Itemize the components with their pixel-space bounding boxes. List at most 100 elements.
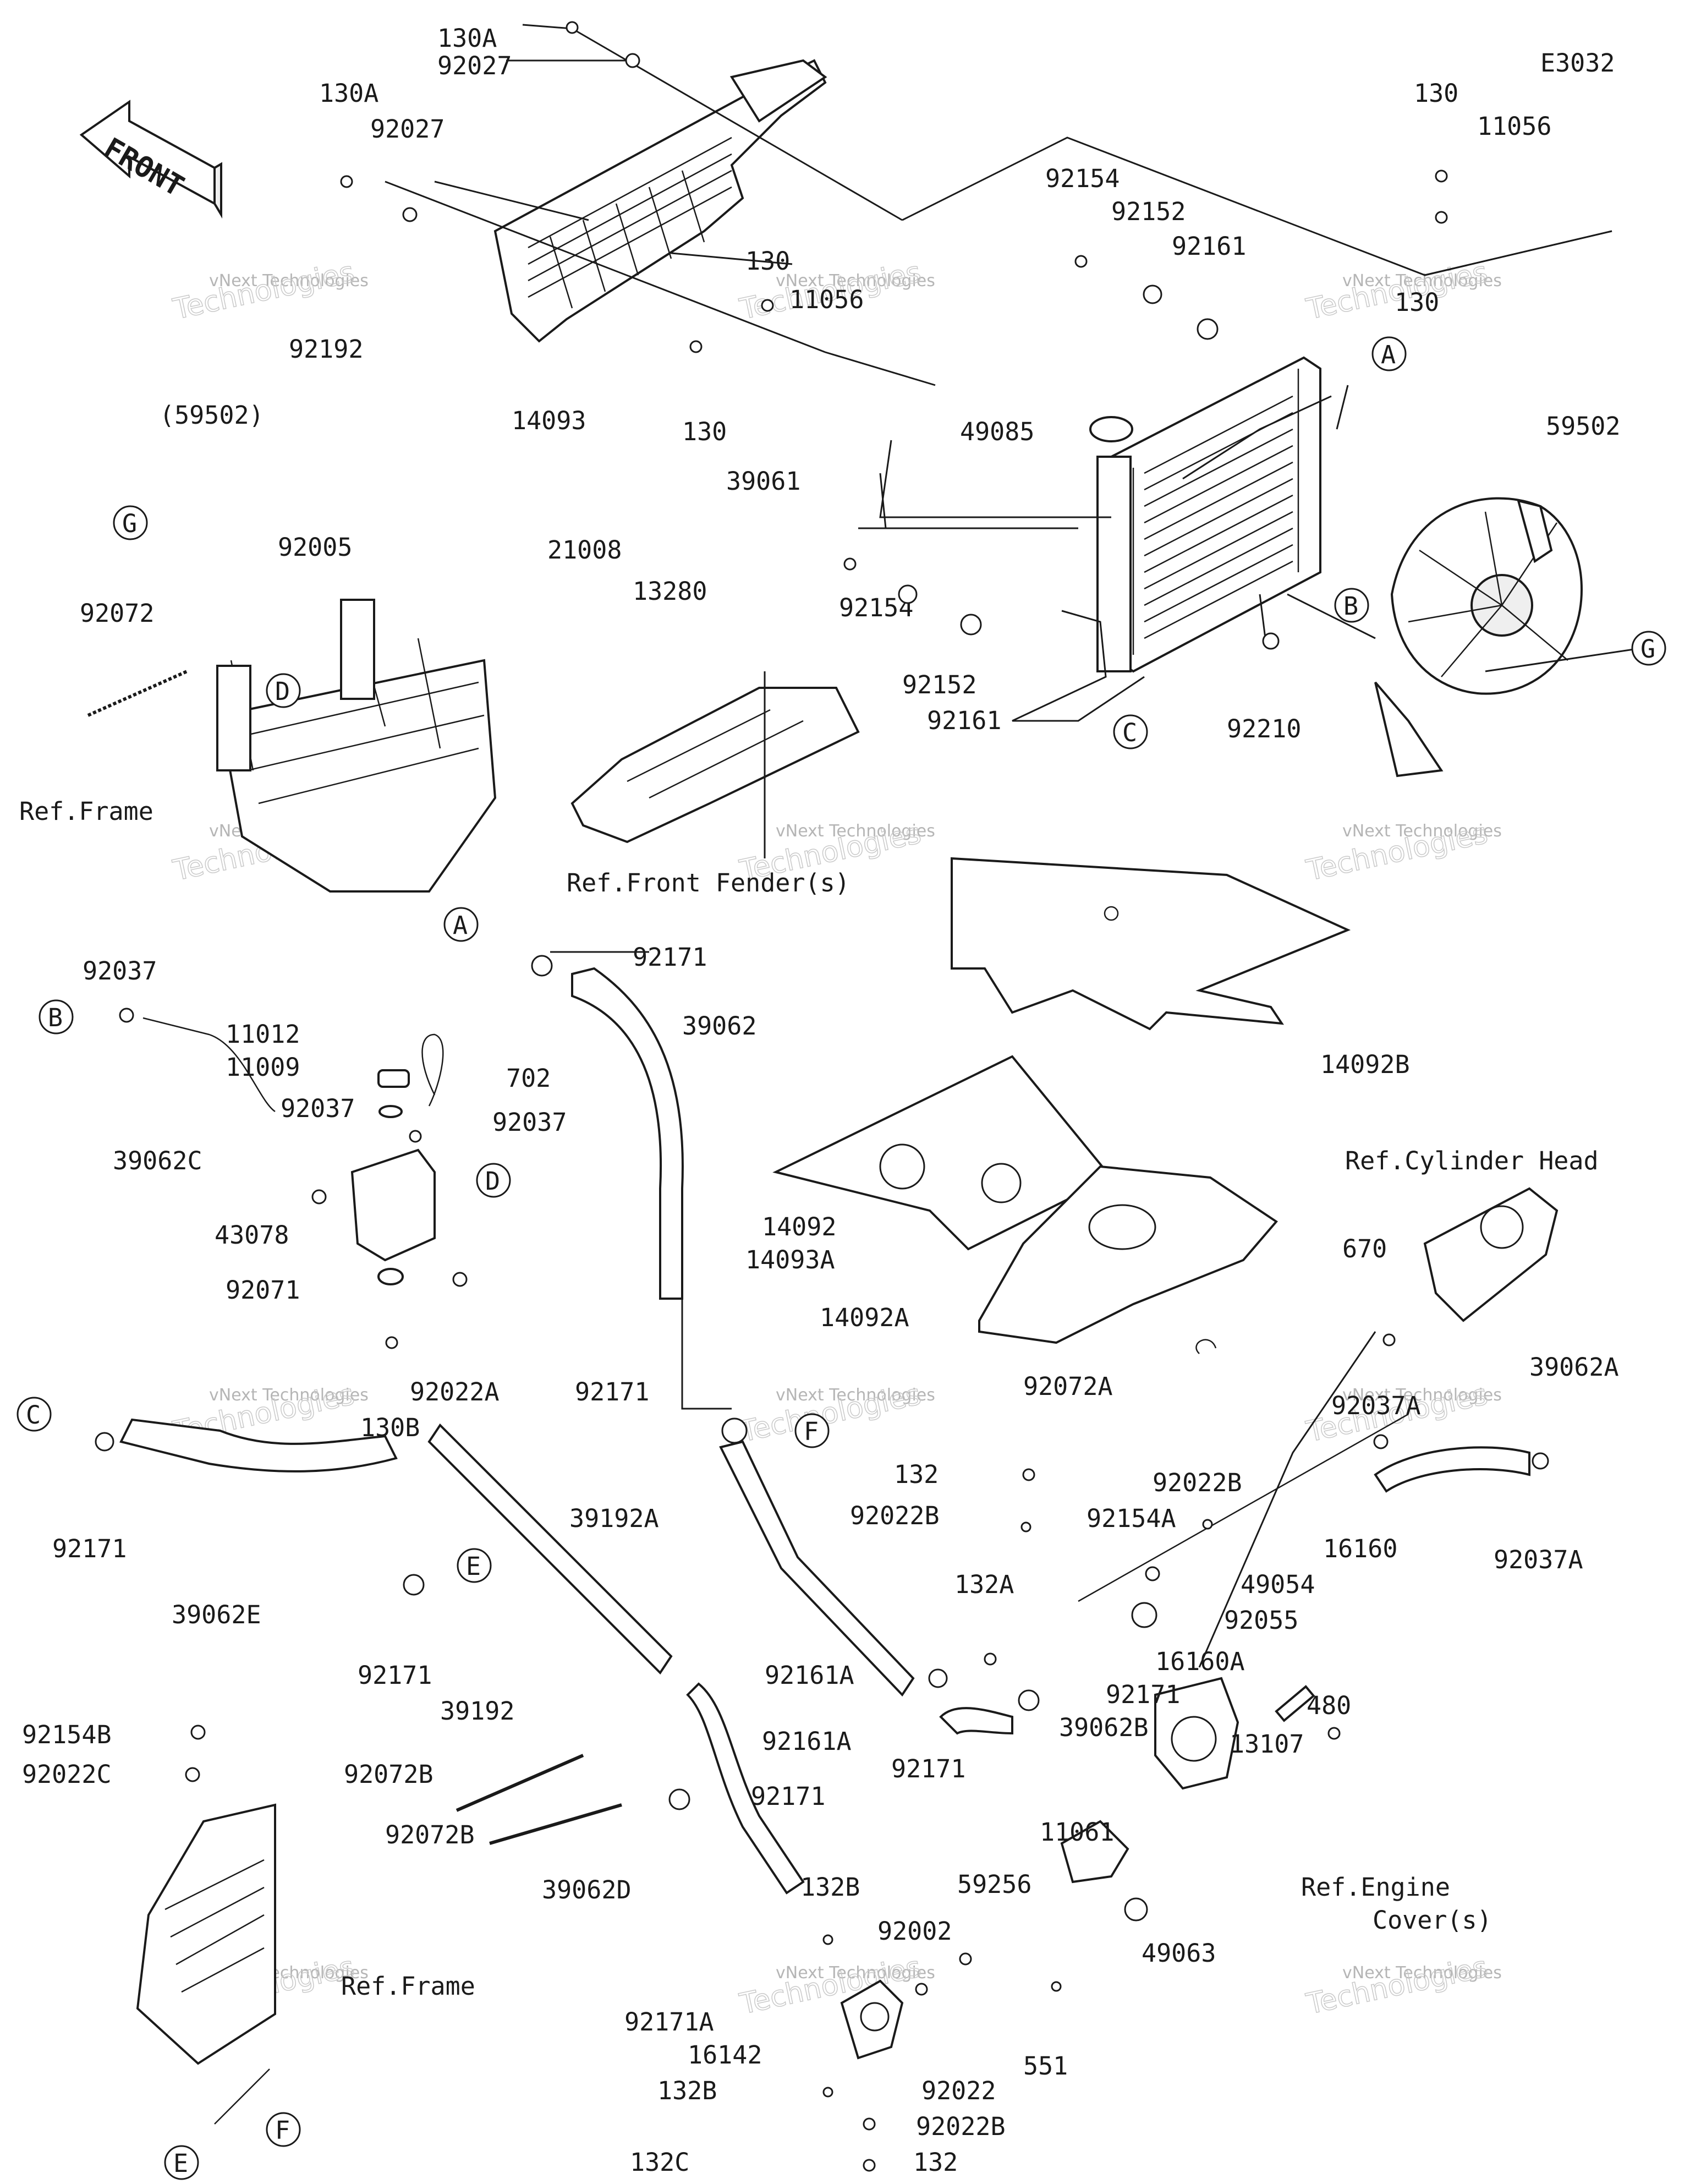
callout-d	[476, 1163, 511, 1198]
ref-label: Ref.Front Fender(s)	[567, 868, 850, 897]
part-label: 92037	[281, 1094, 355, 1123]
part-label: 92037	[83, 956, 157, 986]
part-label: 13107	[1230, 1729, 1304, 1759]
part-label: 39062D	[542, 1875, 632, 1904]
part-label: 92192	[289, 335, 363, 364]
watermark: vNext Technologies	[209, 271, 369, 291]
coolant-reservoir	[350, 1033, 444, 1285]
part-label: 92171	[52, 1534, 127, 1563]
part-label: 92161A	[762, 1727, 852, 1756]
part-label: 702	[506, 1064, 551, 1093]
watermark: vNext Technologies	[209, 1386, 369, 1405]
part-label: 92161	[1172, 232, 1246, 261]
part-label: 16160	[1323, 1534, 1397, 1563]
part-label: 92171	[1106, 1680, 1180, 1709]
part-label: 49063	[1142, 1939, 1216, 1968]
part-label: 132A	[954, 1570, 1014, 1599]
part-label: 92055	[1224, 1606, 1298, 1635]
part-label: 130	[745, 247, 790, 276]
part-label: 92171	[891, 1754, 965, 1783]
cooling-fan	[1374, 497, 1583, 778]
part-label: 39062B	[1059, 1713, 1149, 1742]
callout-a-label: A	[453, 911, 468, 940]
ref-label: Ref.Frame	[341, 1972, 475, 2001]
callout-c-label: C	[1122, 718, 1137, 747]
part-label: 130A	[437, 24, 497, 53]
watermark: vNext Technologies	[1342, 1386, 1502, 1405]
part-label: 59502	[1546, 412, 1620, 441]
part-label: 92027	[370, 114, 445, 144]
leader-lines	[385, 24, 1634, 1668]
part-label: 92022A	[410, 1377, 500, 1406]
watermark: Technologies	[170, 256, 357, 326]
ref-label: Ref.Cylinder Head	[1345, 1146, 1599, 1175]
part-label: 14092A	[820, 1303, 909, 1332]
callout-a	[443, 907, 479, 942]
part-label: 130	[1414, 79, 1458, 108]
part-label: 39062E	[172, 1600, 261, 1629]
callout-d-label: D	[275, 677, 290, 706]
callout-e-label: E	[466, 1552, 481, 1581]
part-label: 39062C	[113, 1146, 202, 1175]
radiator-shroud	[493, 59, 827, 343]
cylinder-head	[1423, 1187, 1559, 1322]
part-label: 39192	[440, 1696, 514, 1726]
callout-c	[1113, 714, 1148, 749]
part-label: 21008	[547, 535, 622, 565]
part-label: 92072B	[344, 1760, 434, 1789]
water-pump	[840, 1677, 1315, 2060]
part-label: 16160A	[1155, 1647, 1245, 1676]
part-label: 92072	[80, 599, 154, 628]
part-label: 92171	[575, 1377, 649, 1406]
part-label: 11009	[226, 1053, 300, 1082]
part-label: 92005	[278, 533, 352, 562]
callout-g	[1631, 631, 1666, 666]
radiator	[1089, 356, 1321, 673]
cable-ties	[87, 670, 1217, 1845]
diagram-code: E3032	[1540, 48, 1615, 78]
hoses	[119, 967, 1530, 1895]
callout-g-label: G	[122, 509, 137, 538]
callout-f	[266, 2112, 301, 2147]
callout-e	[457, 1548, 492, 1583]
part-label: 132B	[800, 1873, 860, 1902]
part-label: 480	[1307, 1691, 1351, 1720]
front-fender-piece	[570, 687, 860, 844]
part-label: 14093	[512, 406, 586, 435]
part-label: 59256	[957, 1870, 1031, 1899]
part-label: 92171	[633, 943, 707, 972]
ref-label: Cover(s)	[1373, 1906, 1492, 1935]
part-label: 92161A	[765, 1661, 854, 1690]
part-label: 11056	[1477, 112, 1551, 141]
part-label: 130	[1395, 288, 1439, 317]
part-label: 92037	[492, 1108, 567, 1137]
watermark: vNext Technologies	[1342, 822, 1502, 841]
part-label: 39192A	[569, 1504, 659, 1533]
ref-label: Ref.Frame	[19, 797, 153, 826]
callout-e	[164, 2145, 199, 2180]
callout-c	[17, 1397, 52, 1432]
part-label: 670	[1342, 1234, 1387, 1263]
watermark: Technologies	[1303, 1951, 1490, 2021]
part-label: 92037A	[1331, 1391, 1421, 1420]
part-label: 14092B	[1320, 1050, 1410, 1079]
part-label: 130A	[319, 79, 378, 108]
part-label: 92171	[358, 1661, 432, 1690]
callout-a-label: A	[1381, 340, 1396, 369]
part-label: 92022B	[916, 2112, 1006, 2141]
part-label: 11056	[789, 285, 864, 314]
part-label: 92154A	[1087, 1504, 1176, 1533]
watermark: vNext Technologies	[776, 822, 935, 841]
part-label: 39062	[682, 1011, 756, 1041]
callout-g	[113, 505, 148, 540]
part-label: 43078	[215, 1220, 289, 1250]
part-label: 11012	[226, 1020, 300, 1049]
heat-shields	[772, 857, 1351, 1344]
part-label: 92022C	[22, 1760, 112, 1789]
part-label: 551	[1023, 2051, 1068, 2081]
callout-f-label: F	[804, 1417, 819, 1446]
fasteners	[95, 21, 1549, 2172]
callout-b-label: B	[48, 1003, 63, 1032]
part-label: 14092	[762, 1212, 836, 1241]
